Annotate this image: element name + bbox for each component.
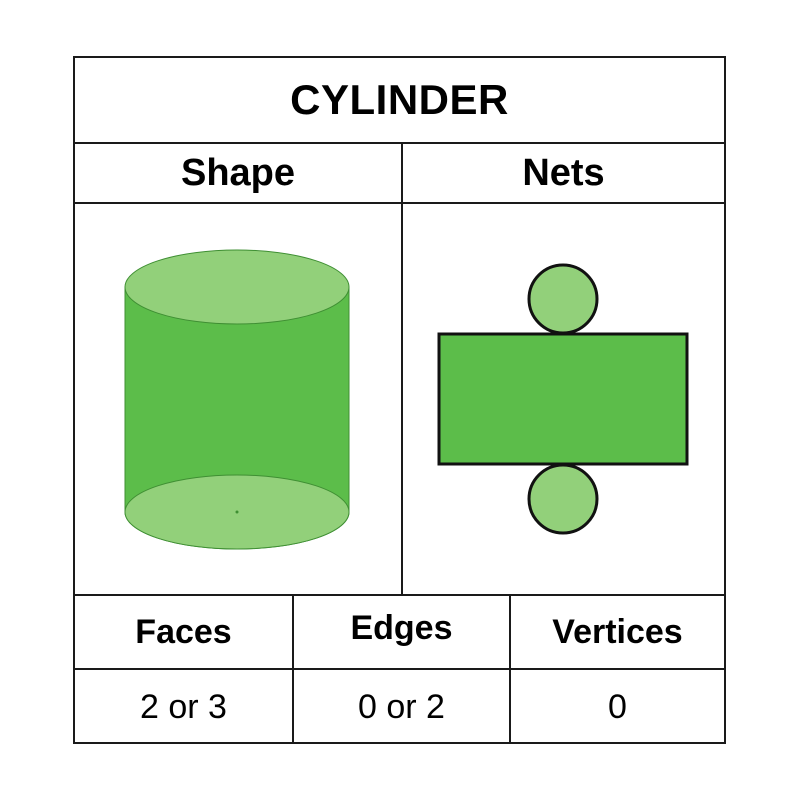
divider: [401, 142, 403, 594]
divider: [75, 668, 724, 670]
shape-header: Shape: [180, 151, 296, 194]
cylinder-net-icon: [437, 263, 689, 535]
divider: [75, 142, 724, 144]
faces-value: 2 or 3: [140, 687, 227, 726]
edges-value: 0 or 2: [358, 687, 445, 726]
cylinder-info-card: CYLINDER Shape Nets Faces Edges Vertices…: [73, 56, 726, 744]
vertices-value: 0: [608, 687, 627, 726]
card-title: CYLINDER: [290, 76, 509, 123]
divider: [75, 594, 724, 596]
edges-label: Edges: [350, 608, 453, 647]
faces-label: Faces: [135, 612, 232, 651]
vertices-label: Vertices: [552, 612, 683, 651]
nets-header: Nets: [522, 151, 605, 194]
cylinder-3d-icon: [124, 249, 350, 550]
divider: [75, 202, 724, 204]
